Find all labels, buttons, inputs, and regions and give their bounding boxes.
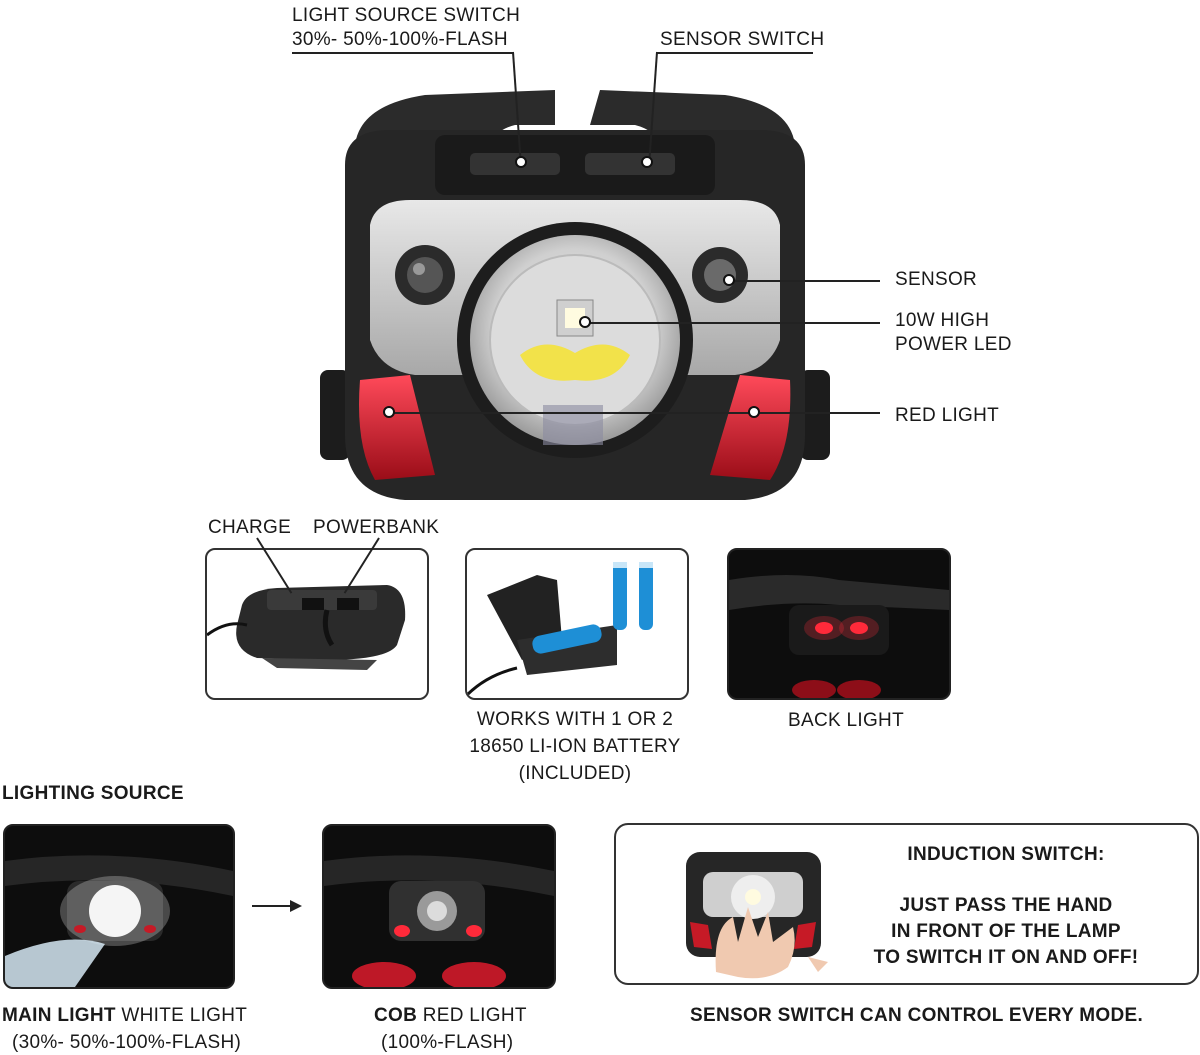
- main-light-caption: MAIN LIGHT WHITE LIGHT: [2, 1004, 247, 1028]
- battery-caption-line1: WORKS WITH 1 OR 2: [476, 709, 674, 730]
- headlamp-illustration: [315, 85, 835, 515]
- battery-panel: [465, 548, 689, 700]
- charge-label: CHARGE: [208, 517, 292, 538]
- light-source-switch-modes: 30%- 50%-100%-FLASH: [292, 29, 508, 50]
- sensor-pointer: [730, 280, 880, 282]
- sensor-label: SENSOR: [895, 269, 978, 290]
- battery-caption: WORKS WITH 1 OR 2 18650 LI-ION BATTERY (…: [455, 708, 695, 786]
- induction-title: INDUCTION SWITCH:: [907, 844, 1105, 865]
- induction-line3: TO SWITCH IT ON AND OFF!: [873, 947, 1139, 968]
- main-light-desc: WHITE LIGHT: [115, 1005, 248, 1026]
- light-source-switch-title: LIGHT SOURCE SWITCH: [292, 5, 521, 26]
- cob-title: COB: [374, 1005, 418, 1026]
- light-source-underline: [292, 52, 514, 54]
- sensor-switch-footer: SENSOR SWITCH CAN CONTROL EVERY MODE.: [690, 1005, 1144, 1026]
- back-light-panel: [727, 548, 951, 700]
- lighting-source-heading: LIGHTING SOURCE: [2, 783, 184, 804]
- high-power-led-label: 10W HIGH POWER LED: [895, 309, 1012, 357]
- high-power-led-dot: [579, 316, 591, 328]
- red-light-dot-left: [383, 406, 395, 418]
- light-source-switch-dot: [515, 156, 527, 168]
- induction-line2: IN FRONT OF THE LAMP: [891, 921, 1121, 942]
- main-light-panel: [3, 824, 235, 989]
- light-source-switch-label: LIGHT SOURCE SWITCH 30%- 50%-100%-FLASH: [292, 4, 521, 52]
- sensor-switch-dot: [641, 156, 653, 168]
- red-light-pointer: [390, 412, 880, 414]
- hand-headlamp-image: [678, 837, 838, 982]
- battery-caption-line2: 18650 LI-ION BATTERY: [469, 736, 681, 757]
- battery-caption-line3: (INCLUDED): [518, 763, 632, 784]
- red-light-dot-right: [748, 406, 760, 418]
- high-power-led-pointer: [590, 322, 880, 324]
- high-power-led-line2: POWER LED: [895, 334, 1012, 355]
- main-light-title: MAIN LIGHT: [2, 1005, 116, 1026]
- powerbank-label: POWERBANK: [313, 517, 440, 538]
- sensor-dot: [723, 274, 735, 286]
- cob-modes: (100%-FLASH): [381, 1032, 514, 1053]
- red-light-label: RED LIGHT: [895, 405, 1000, 426]
- cob-desc: RED LIGHT: [417, 1005, 527, 1026]
- back-light-label: BACK LIGHT: [788, 710, 904, 731]
- charge-port-panel: [205, 548, 429, 700]
- sensor-switch-underline: [656, 52, 813, 54]
- induction-switch-panel: INDUCTION SWITCH: JUST PASS THE HAND IN …: [614, 823, 1199, 985]
- cob-caption: COB RED LIGHT: [374, 1004, 527, 1028]
- arrow-right-icon: [252, 898, 302, 914]
- high-power-led-line1: 10W HIGH: [895, 310, 990, 331]
- main-light-modes: (30%- 50%-100%-FLASH): [12, 1032, 242, 1053]
- sensor-switch-label: SENSOR SWITCH: [660, 29, 825, 50]
- cob-light-panel: [322, 824, 556, 989]
- induction-line1: JUST PASS THE HAND: [899, 895, 1113, 916]
